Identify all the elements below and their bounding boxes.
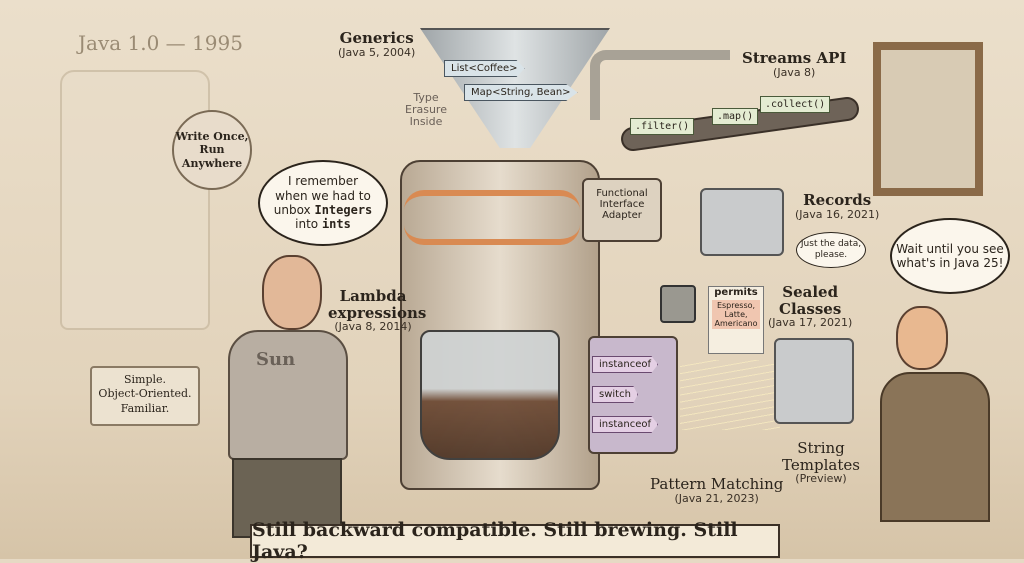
- lambda-coil: [404, 190, 580, 245]
- type-erasure-ghost: Type Erasure Inside: [405, 91, 447, 129]
- young-man-shirt: [880, 372, 990, 522]
- instanceof-arrow: instanceof: [592, 356, 659, 373]
- stream-pipe: [590, 50, 730, 120]
- instanceof-arrow: instanceof: [592, 416, 659, 433]
- pattern-label: Pattern Matching(Java 21, 2023): [650, 476, 783, 505]
- vintage-coffee-maker: [60, 70, 210, 330]
- streams-sub: (Java 8): [773, 65, 816, 79]
- permitted-types: Espresso, Latte, Americano: [712, 300, 760, 329]
- speech-code: Integers: [314, 203, 373, 217]
- sun-logo: Sun: [256, 349, 296, 370]
- records-title: Records: [803, 191, 872, 209]
- speech-text: into: [295, 217, 319, 232]
- speech-text: unbox: [273, 203, 311, 217]
- write-once-seal: Write Once, Run Anywhere: [172, 110, 252, 190]
- speech-text: I remember: [287, 174, 359, 189]
- collect-op-card: .collect(): [760, 96, 831, 113]
- records-box: [700, 188, 784, 256]
- string-templates-box: [774, 338, 854, 424]
- era-title: Java 1.0 — 1995: [78, 31, 243, 55]
- pattern-title: Pattern Matching: [650, 475, 784, 493]
- generics-label: Generics(Java 5, 2004): [338, 30, 415, 59]
- list-coffee-tag: List<Coffee>: [444, 60, 525, 77]
- young-man-head: [896, 306, 948, 370]
- sealed-sub: (Java 17, 2021): [768, 316, 853, 329]
- switch-arrow: switch: [592, 386, 638, 403]
- permits-keyword: permits: [714, 287, 758, 298]
- plaque-line: Familiar.: [120, 401, 170, 415]
- generics-sub: (Java 5, 2004): [338, 45, 416, 59]
- templates-label: String Templates(Preview): [770, 440, 872, 485]
- sealed-label: Sealed Classes(Java 17, 2021): [768, 284, 852, 329]
- bottom-banner: Still backward compatible. Still brewing…: [250, 519, 780, 563]
- map-op-card: .map(): [712, 108, 759, 125]
- speech-code: ints: [321, 217, 351, 232]
- generics-title: Generics: [339, 29, 414, 47]
- map-string-bean-tag: Map<String, Bean>: [464, 84, 578, 101]
- string-light-strands: [680, 360, 780, 430]
- records-label: Records(Java 16, 2021): [795, 192, 879, 221]
- young-man-speech-bubble: Wait until you see what's in Java 25!: [890, 218, 1010, 294]
- functional-interface-adapter-label: Functional Interface Adapter: [596, 188, 648, 221]
- lambda-label: Lambda expressions(Java 8, 2014): [328, 287, 427, 333]
- templates-sub: (Preview): [795, 472, 847, 485]
- lambda-title: Lambda expressions: [328, 287, 427, 322]
- filter-op-card: .filter(): [630, 118, 695, 135]
- old-man-head: [262, 255, 322, 330]
- templates-title: String Templates: [782, 439, 860, 474]
- records-sub: (Java 16, 2021): [795, 207, 880, 221]
- padlock-icon: [660, 285, 696, 323]
- adapter-box: [582, 178, 662, 242]
- plaque-line: Object-Oriented.: [98, 387, 192, 401]
- streams-title: Streams API: [742, 49, 847, 67]
- old-man-shirt: [228, 330, 348, 460]
- records-speech-bubble: Just the data, please.: [796, 232, 866, 268]
- permits-note: permits Espresso, Latte, Americano: [708, 286, 764, 354]
- framed-portrait: [873, 42, 983, 196]
- speech-text: when we had to: [275, 188, 371, 203]
- plaque: Simple. Object-Oriented. Familiar.: [90, 366, 200, 426]
- streams-label: Streams API(Java 8): [742, 50, 846, 79]
- banner-text: Still backward compatible. Still brewing…: [252, 519, 738, 563]
- coffee-pot: [420, 330, 560, 460]
- plaque-line: Simple.: [123, 373, 167, 386]
- pattern-sub: (Java 21, 2023): [674, 491, 759, 505]
- sealed-title: Sealed Classes: [779, 283, 842, 318]
- lambda-sub: (Java 8, 2014): [334, 320, 412, 333]
